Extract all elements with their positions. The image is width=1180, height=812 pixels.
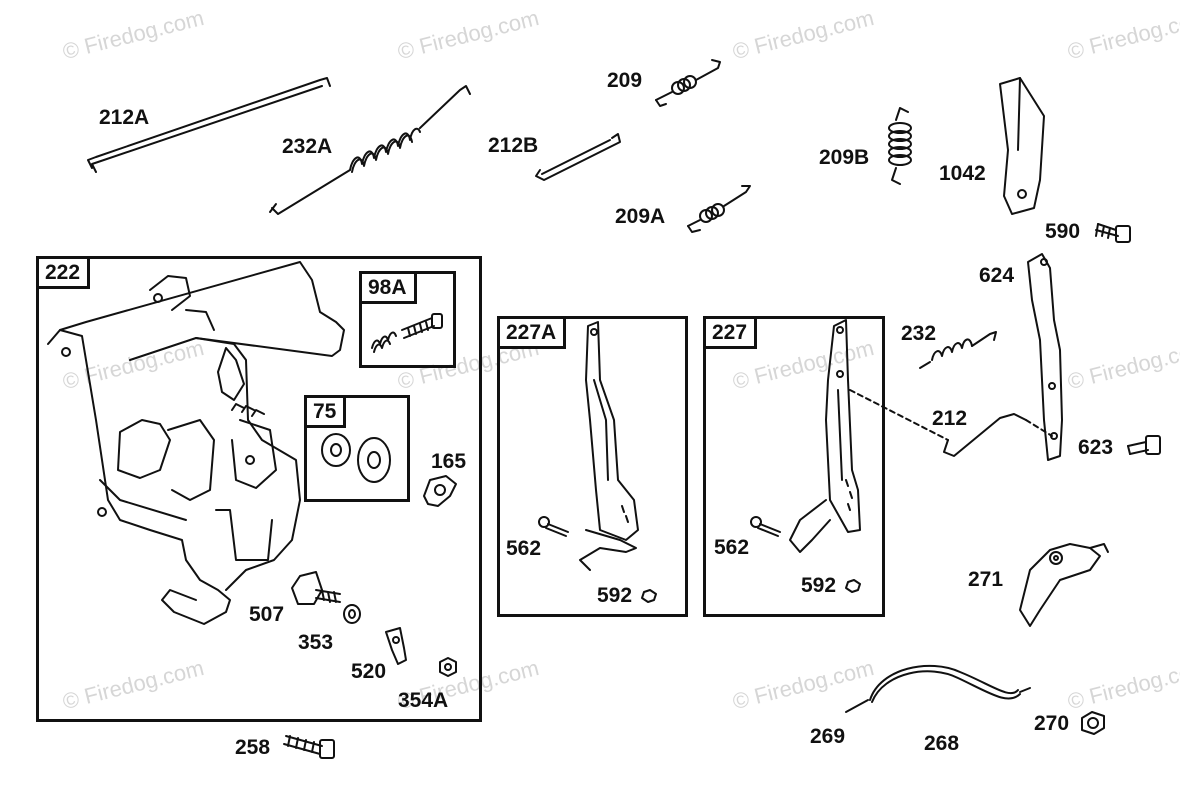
callout-212B: 212B	[488, 134, 539, 157]
part-353-washer	[343, 604, 361, 624]
part-592-nut	[641, 589, 657, 603]
callout-520: 520	[351, 660, 387, 683]
callout-212: 212	[932, 407, 968, 430]
part-212A-rod	[87, 77, 331, 173]
part-562-screw	[538, 516, 569, 537]
group-label: 75	[307, 398, 347, 428]
callout-354A: 354A	[398, 689, 449, 712]
callout-623: 623	[1078, 436, 1114, 459]
callout-507: 507	[249, 603, 285, 626]
part-165-clip	[423, 475, 457, 507]
callout-209B: 209B	[819, 146, 870, 169]
part-227-lever	[789, 319, 861, 553]
callout-212A: 212A	[99, 106, 150, 129]
callout-165: 165	[431, 450, 467, 473]
callout-562: 562	[506, 537, 542, 560]
part-98A-spring-screw	[371, 313, 443, 353]
callout-562: 562	[714, 536, 750, 559]
part-507-switch	[291, 571, 341, 605]
part-209-spring	[655, 59, 721, 107]
callout-1042: 1042	[939, 162, 986, 185]
group-label: 227	[706, 319, 758, 349]
callout-592: 592	[597, 584, 633, 607]
group-box-227A: 227A	[497, 316, 688, 617]
group-box-98A: 98A	[359, 271, 456, 368]
group-label: 227A	[500, 319, 567, 349]
callout-209A: 209A	[615, 205, 666, 228]
part-520-clip	[385, 627, 407, 665]
part-209B-spring	[888, 107, 912, 185]
callout-592: 592	[801, 574, 837, 597]
callout-269: 269	[810, 725, 846, 748]
callout-624: 624	[979, 264, 1015, 287]
callout-270: 270	[1034, 712, 1070, 735]
callout-232A: 232A	[282, 135, 333, 158]
callout-353: 353	[298, 631, 334, 654]
part-227A-lever	[579, 321, 639, 571]
group-box-222: 222	[36, 256, 482, 722]
callout-590: 590	[1045, 220, 1081, 243]
part-212-rod	[849, 389, 1053, 457]
part-271-bracket	[1019, 543, 1109, 627]
part-258-bolt	[283, 735, 335, 759]
part-268-cable	[845, 664, 1031, 713]
group-box-227: 227	[703, 316, 885, 617]
part-75-washers	[321, 433, 391, 483]
part-1042-bracket	[999, 77, 1045, 215]
part-212B-rod	[535, 133, 621, 181]
group-label: 222	[39, 259, 91, 289]
part-590-screw	[1095, 223, 1131, 243]
part-270-nut	[1081, 711, 1105, 735]
part-562-screw	[750, 516, 781, 537]
part-592-nut	[845, 579, 861, 593]
callout-232: 232	[901, 322, 937, 345]
part-222-bracket	[47, 261, 345, 625]
callout-258: 258	[235, 736, 271, 759]
part-232-spring	[919, 331, 997, 369]
part-232A-spring	[269, 85, 471, 215]
callout-268: 268	[924, 732, 960, 755]
part-623-bolt	[1127, 435, 1161, 455]
part-209A-spring	[687, 185, 751, 233]
callout-271: 271	[968, 568, 1004, 591]
part-624-lever	[1027, 253, 1063, 461]
group-box-75: 75	[304, 395, 410, 502]
part-354A-nut	[439, 657, 457, 677]
group-label: 98A	[362, 274, 417, 304]
callout-209: 209	[607, 69, 643, 92]
